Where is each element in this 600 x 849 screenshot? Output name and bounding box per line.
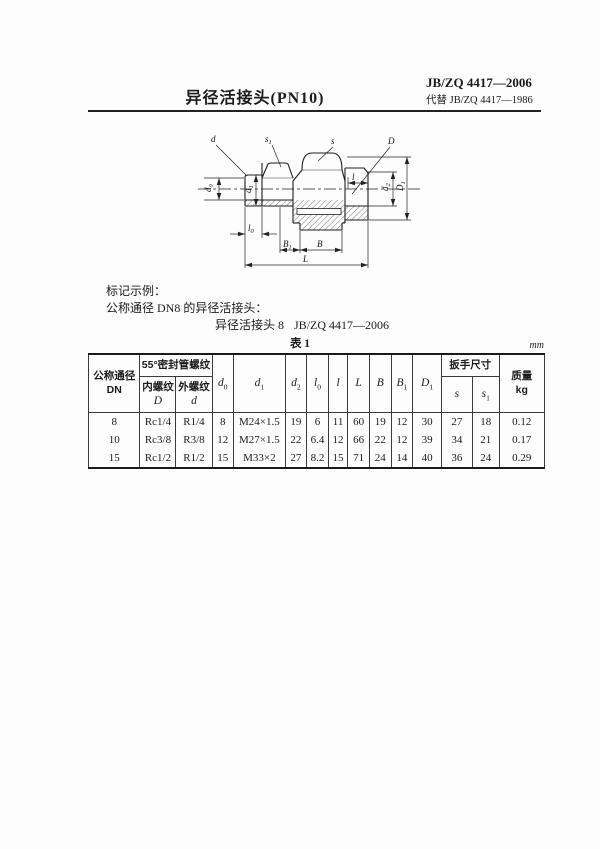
- fitting-drawing: d s1 s D d0 d1 l d2 D1 l0 B1 B L: [198, 134, 420, 268]
- col-header-L: L: [347, 353, 370, 413]
- dim-label-s: s: [331, 136, 335, 146]
- table-cell: 15: [87, 449, 141, 468]
- dim-label-d: d: [211, 134, 216, 144]
- standard-number-block: JB/ZQ 4417—2006 代替 JB/ZQ 4417—1986: [426, 75, 546, 107]
- table-cell: 34: [440, 431, 473, 449]
- col-header-D1: D1: [412, 353, 442, 413]
- col-header-s: s: [440, 376, 473, 413]
- marking-designation: 异径活接头 8 JB/ZQ 4417—2006: [106, 317, 389, 334]
- table-cell: 8.2: [306, 449, 329, 468]
- table-cell: 66: [347, 431, 370, 449]
- dim-label-D1: D1: [395, 181, 407, 192]
- table-cell: 22: [368, 431, 392, 449]
- table-cell: 60: [347, 412, 370, 431]
- col-header-mass: 质量 kg: [498, 353, 546, 413]
- col-header-internal-thread: 内螺纹 D: [139, 376, 177, 413]
- fitting-outline: [244, 152, 369, 231]
- dim-label-D: D: [387, 136, 395, 146]
- table-cell: 0.17: [498, 431, 546, 449]
- table-cell: 15: [327, 449, 349, 468]
- table-cell: 12: [390, 412, 414, 431]
- dim-label-d2: d2: [380, 183, 392, 192]
- dim-label-l0: l0: [248, 223, 255, 235]
- facet-lines: [262, 169, 342, 179]
- table-cell: 24: [368, 449, 392, 468]
- table-cell: 15: [211, 449, 235, 468]
- table-cell: 0.29: [498, 449, 546, 468]
- page-title: 异径活接头(PN10): [185, 90, 325, 107]
- table-cell: M33×2: [233, 449, 286, 468]
- table-cell: 10: [87, 431, 141, 449]
- col-header-d0: d0: [211, 353, 235, 413]
- table-cell: M27×1.5: [233, 431, 286, 449]
- col-header-B1: B1: [390, 353, 414, 413]
- table-header: 公称通径 DN 55°密封管螺纹 d0 d1 d2 l0 l L B B1 D1…: [87, 353, 546, 413]
- table-cell: 19: [284, 412, 308, 431]
- dim-label-d0: d0: [203, 184, 215, 193]
- section-hatching: [245, 200, 368, 230]
- table-cell: 12: [211, 431, 235, 449]
- table-cell: 8: [87, 412, 141, 431]
- col-header-wrench-group: 扳手尺寸: [440, 353, 500, 377]
- marking-line1: 公称通径 DN8 的异径活接头：: [106, 301, 268, 315]
- table-cell: 24: [471, 449, 500, 468]
- marking-example: 标记示例： 公称通径 DN8 的异径活接头： 异径活接头 8 JB/ZQ 4417…: [106, 283, 389, 334]
- dim-label-B1: B1: [283, 239, 292, 251]
- table-cell: 6.4: [306, 431, 329, 449]
- designation-standard: JB/ZQ 4417—2006: [294, 318, 390, 332]
- header-rule: [88, 110, 541, 112]
- col-header-B: B: [368, 353, 392, 413]
- table-cell: R1/4: [175, 412, 213, 431]
- dim-label-B: B: [317, 239, 323, 249]
- table-cell: 0.12: [498, 412, 546, 431]
- table-cell: 40: [412, 449, 442, 468]
- dimension-table: 公称通径 DN 55°密封管螺纹 d0 d1 d2 l0 l L B B1 D1…: [87, 353, 546, 469]
- table-cell: Rc1/4: [139, 412, 177, 431]
- dimension-lines: [204, 144, 411, 268]
- table-cell: Rc3/8: [139, 431, 177, 449]
- table-cell: 21: [471, 431, 500, 449]
- col-header-d1: d1: [233, 353, 286, 413]
- col-header-dn: 公称通径 DN: [87, 353, 141, 413]
- table-cell: 39: [412, 431, 442, 449]
- dim-label-s1: s1: [265, 134, 272, 146]
- table-cell: R1/2: [175, 449, 213, 468]
- table-cell: 19: [368, 412, 392, 431]
- table-cell: Rc1/2: [139, 449, 177, 468]
- col-header-d2: d2: [284, 353, 308, 413]
- table-cell: 27: [284, 449, 308, 468]
- table-cell: 18: [471, 412, 500, 431]
- superseded-standard: 代替 JB/ZQ 4417—1986: [426, 95, 533, 107]
- col-header-l: l: [327, 353, 349, 413]
- dim-label-l: l: [352, 172, 355, 182]
- marking-heading: 标记示例：: [106, 284, 167, 298]
- table-cell: 12: [390, 431, 414, 449]
- col-header-s1: s1: [471, 376, 500, 413]
- table-unit-label: mm: [529, 340, 544, 351]
- table-cell: 36: [440, 449, 473, 468]
- table-cell: 27: [440, 412, 473, 431]
- dim-label-d1: d1: [243, 185, 255, 193]
- designation-text: 异径活接头 8: [215, 318, 285, 332]
- table-cell: 71: [347, 449, 370, 468]
- col-header-l0: l0: [306, 353, 329, 413]
- table-cell: M24×1.5: [233, 412, 286, 431]
- table-cell: 30: [412, 412, 442, 431]
- col-header-thread-group: 55°密封管螺纹: [139, 353, 213, 377]
- table-cell: 22: [284, 431, 308, 449]
- table-cell: 8: [211, 412, 235, 431]
- table-cell: 11: [327, 412, 349, 431]
- table-caption: 表 1: [289, 338, 311, 350]
- table-cell: 6: [306, 412, 329, 431]
- standard-number: JB/ZQ 4417—2006: [426, 75, 532, 90]
- table-cell: R3/8: [175, 431, 213, 449]
- col-header-external-thread: 外螺纹 d: [175, 376, 213, 413]
- table-cell: 12: [327, 431, 349, 449]
- table-cell: 14: [390, 449, 414, 468]
- dim-label-L: L: [302, 254, 308, 264]
